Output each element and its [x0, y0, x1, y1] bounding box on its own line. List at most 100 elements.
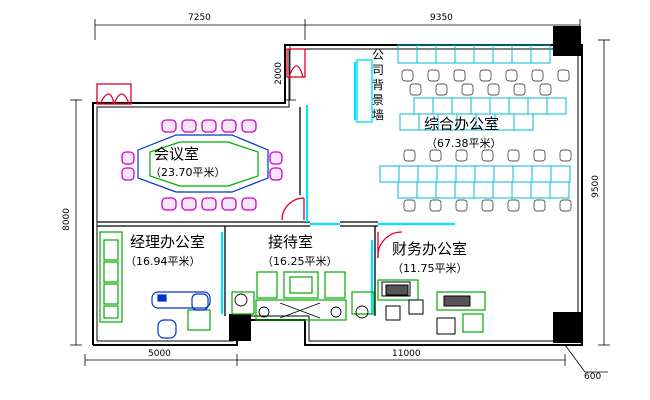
office-chair	[455, 149, 468, 162]
meeting-chair	[201, 197, 217, 211]
office-chair	[429, 149, 442, 162]
manager-furniture	[99, 231, 211, 331]
workstation-desk	[530, 44, 551, 64]
office-chair	[455, 199, 468, 212]
dimension-bottom-right: 11000	[392, 349, 421, 359]
workstation-desk	[454, 44, 475, 64]
meeting-chair	[161, 119, 177, 133]
workstation-desk	[550, 165, 571, 183]
wall-char: 公	[371, 48, 384, 62]
office-chair	[409, 83, 422, 96]
meeting-room-area: （23.70平米）	[150, 166, 226, 179]
office-chair	[401, 69, 414, 82]
finance-furniture	[377, 279, 486, 333]
workstation-desk	[413, 97, 434, 115]
reception-room-name: 接待室	[268, 233, 314, 251]
office-chair	[559, 199, 572, 212]
office-chair	[429, 199, 442, 212]
company-background-wall-label: 公 司 背 景 墙	[369, 48, 387, 123]
dimension-stair-height: 2000	[274, 62, 284, 85]
workstation-desk	[432, 97, 453, 115]
workstation-desk	[435, 44, 456, 64]
meeting-chair	[221, 119, 237, 133]
office-chair	[461, 83, 474, 96]
workstation-desk	[417, 165, 438, 183]
workstation-desk	[455, 165, 476, 183]
dimension-top-right: 9350	[430, 13, 453, 23]
workstation-desk	[511, 44, 532, 64]
dimension-right-side: 9500	[591, 175, 601, 198]
workstation-desk	[508, 97, 529, 115]
reception-room-area: （16.25平米）	[262, 255, 338, 268]
company-wall-frame	[356, 59, 373, 123]
workstation-desk	[513, 113, 534, 131]
workstation-desk	[379, 165, 400, 183]
finance-room-area: （11.75平米）	[392, 262, 468, 275]
workstation-desk	[492, 181, 513, 199]
office-chair	[507, 199, 520, 212]
meeting-chair	[221, 197, 237, 211]
workstation-desk	[398, 165, 419, 183]
dimension-lines	[70, 19, 610, 373]
meeting-room-name: 会议室	[154, 145, 200, 163]
office-chair	[487, 83, 500, 96]
meeting-chair	[181, 197, 197, 211]
meeting-chair	[201, 119, 217, 133]
glass-partitions	[220, 62, 455, 314]
workstation-desk	[397, 181, 418, 199]
meeting-chair	[269, 151, 283, 165]
workstation-desk	[546, 97, 567, 115]
office-chair	[505, 69, 518, 82]
meeting-chair	[121, 167, 135, 181]
reception-furniture	[231, 271, 375, 321]
office-chair	[427, 69, 440, 82]
workstation-desk	[530, 181, 551, 199]
general-office-area: （67.38平米）	[426, 137, 502, 150]
workstation-desk	[435, 181, 456, 199]
workstation-desk	[416, 44, 437, 64]
office-chair	[507, 149, 520, 162]
general-office-name: 综合办公室	[424, 115, 500, 133]
office-chairs	[401, 69, 572, 212]
office-chair	[533, 199, 546, 212]
wall-char: 景	[371, 93, 384, 107]
workstations	[379, 44, 571, 199]
meeting-chair	[181, 119, 197, 133]
office-chair	[513, 83, 526, 96]
manager-desk	[151, 291, 211, 339]
office-chair	[481, 149, 494, 162]
workstation-desk	[436, 165, 457, 183]
structural-columns	[229, 26, 581, 343]
workstation-desk	[397, 44, 418, 64]
workstation-desk	[399, 113, 420, 131]
wall-char: 背	[371, 78, 384, 92]
workstation-desk	[470, 97, 491, 115]
workstation-desk	[493, 165, 514, 183]
office-chair	[479, 69, 492, 82]
dimension-bottom-left: 5000	[148, 349, 171, 359]
meeting-chair	[241, 197, 257, 211]
office-chair	[539, 83, 552, 96]
manager-room-name: 经理办公室	[130, 233, 206, 251]
office-chair	[435, 83, 448, 96]
workstation-desk	[489, 97, 510, 115]
workstation-desk	[451, 97, 472, 115]
office-chair	[481, 199, 494, 212]
workstation-desk	[531, 165, 552, 183]
dimension-top-left: 7250	[188, 13, 211, 23]
meeting-chair	[241, 119, 257, 133]
interior-walls	[97, 107, 378, 316]
workstation-desk	[527, 97, 548, 115]
office-chair	[557, 69, 570, 82]
workstation-desk	[511, 181, 532, 199]
finance-room-name: 财务办公室	[392, 240, 468, 258]
doors	[96, 48, 403, 259]
finance-details	[385, 284, 471, 335]
office-chair	[403, 149, 416, 162]
office-chair	[559, 149, 572, 162]
meeting-table	[137, 134, 269, 193]
meeting-chair	[269, 167, 283, 181]
reception-decor	[234, 293, 369, 319]
wall-char: 司	[371, 63, 384, 77]
